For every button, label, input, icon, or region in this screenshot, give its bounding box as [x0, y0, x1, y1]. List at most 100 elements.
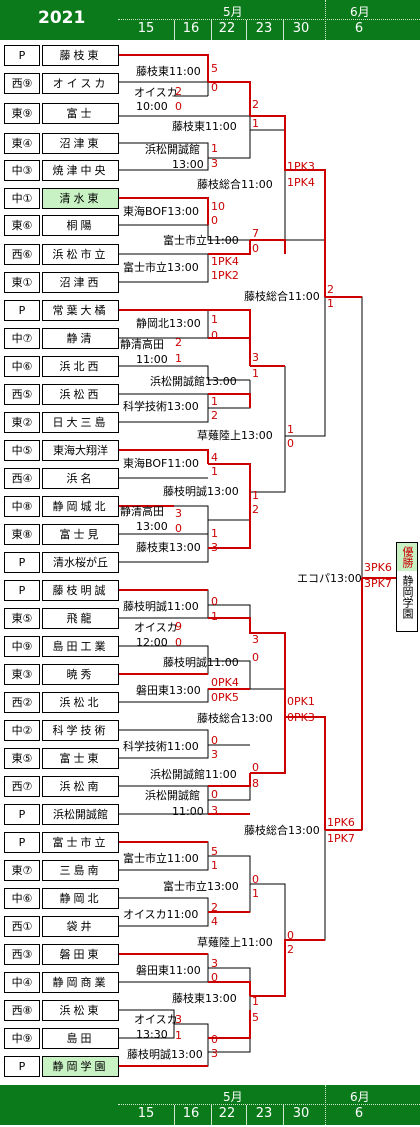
score: 2 [252, 503, 259, 516]
venue-label: 科学技術13:00 [123, 400, 199, 413]
team-name: 静岡城北 [42, 496, 119, 517]
day-16: 16 [182, 21, 200, 36]
team-region: 東⑧ [4, 524, 40, 545]
team-name: 富士 [42, 103, 119, 124]
day-15: 15 [137, 1106, 155, 1121]
venue-label: 東海BOF11:00 [123, 457, 200, 470]
venue-label: 藤枝明誠11:00 [123, 600, 199, 613]
day-30: 30 [292, 21, 310, 36]
score: 1PK6 [327, 816, 355, 829]
score: 3PK7 [364, 577, 392, 590]
team-name: 飛龍 [42, 608, 119, 629]
champion-name: 静岡学園 [401, 575, 414, 619]
year-label: 2021 [38, 8, 86, 28]
score: 3 [211, 157, 218, 170]
score: 2 [211, 901, 218, 914]
venue-label: 科学技術11:00 [123, 740, 199, 753]
venue-label: 富士市立13:00 [163, 880, 239, 893]
score: 10 [211, 200, 225, 213]
team-region: 西② [4, 692, 40, 713]
score: 1 [252, 117, 259, 130]
team-name: 静清 [42, 328, 119, 349]
team-name: 浜北西 [42, 356, 119, 377]
champion-title: 優勝 [397, 543, 417, 571]
day-16: 16 [182, 1106, 200, 1121]
venue-label: オイスカ [134, 86, 178, 99]
team-name: 静岡商業 [42, 972, 119, 993]
team-region: P [4, 832, 40, 853]
team-region: P [4, 45, 40, 66]
day-22: 22 [218, 1106, 236, 1121]
score: 3 [211, 804, 218, 817]
team-region: 東② [4, 412, 40, 433]
team-region: 東④ [4, 133, 40, 154]
team-region: 中⑥ [4, 356, 40, 377]
score: 3 [211, 748, 218, 761]
team-region: 東⑦ [4, 860, 40, 881]
venue-label: 静清高田 [120, 505, 164, 518]
venue-label: 藤枝東11:00 [136, 65, 201, 78]
day-6: 6 [354, 21, 364, 36]
team-name: 富士見 [42, 524, 119, 545]
score: 1 [252, 995, 259, 1008]
score: 3 [252, 351, 259, 364]
score: 4 [211, 451, 218, 464]
score: 4 [211, 915, 218, 928]
venue-label: 12:00 [136, 636, 168, 649]
team-region: 中⑨ [4, 1028, 40, 1049]
venue-label: 浜松開誠館 [145, 789, 200, 802]
venue-label: 藤枝明誠11:00 [163, 656, 239, 669]
score: 0 [211, 734, 218, 747]
month-june: 6月 [350, 5, 370, 19]
venue-label: 草薙陸上11:00 [197, 936, 273, 949]
venue-label: 藤枝東11:00 [172, 120, 237, 133]
score: 5 [211, 62, 218, 75]
score: 0 [211, 595, 218, 608]
team-name: 東海大翔洋 [42, 440, 119, 461]
team-name: 沼津西 [42, 272, 119, 293]
score: 3 [252, 633, 259, 646]
score: 0 [287, 929, 294, 942]
score: 0 [211, 81, 218, 94]
score: 1 [252, 489, 259, 502]
score: 1 [327, 297, 334, 310]
team-name: 浜松開誠館 [42, 804, 119, 825]
score: 3 [211, 957, 218, 970]
venue-label: 富士市立13:00 [123, 261, 199, 274]
score: 1 [211, 527, 218, 540]
team-name: 静岡学園 [42, 1056, 119, 1077]
team-region: 西⑤ [4, 384, 40, 405]
team-name: 桐陽 [42, 215, 119, 236]
score: 5 [211, 845, 218, 858]
team-name: 島田工業 [42, 636, 119, 657]
score: 5 [252, 1011, 259, 1024]
team-name: 科学技術 [42, 720, 119, 741]
team-name: 浜松東 [42, 1000, 119, 1021]
score: 2 [175, 85, 182, 98]
team-name: 磐田東 [42, 944, 119, 965]
score: 1PK7 [327, 832, 355, 845]
score: 3 [175, 507, 182, 520]
score: 3 [211, 541, 218, 554]
month-may: 5月 [223, 1090, 243, 1104]
venue-label: 13:00 [136, 520, 168, 533]
venue-label: 富士市立11:00 [163, 234, 239, 247]
score: 0 [211, 1033, 218, 1046]
score: 1PK4 [211, 255, 239, 268]
venue-label: 静岡北13:00 [136, 317, 201, 330]
venue-label: 磐田東11:00 [136, 964, 201, 977]
score: 0PK1 [287, 695, 315, 708]
venue-label: 東海BOF13:00 [123, 205, 200, 218]
venue-label: 浜松開誠館11:00 [150, 768, 237, 781]
score: 9 [175, 620, 182, 633]
score: 1PK3 [287, 160, 315, 173]
score: 2 [175, 336, 182, 349]
score: 1 [211, 313, 218, 326]
venue-label: エコパ13:00 [297, 572, 362, 585]
score: 1 [252, 887, 259, 900]
score: 1 [252, 367, 259, 380]
team-region: 中③ [4, 160, 40, 181]
team-region: 中④ [4, 972, 40, 993]
score: 0 [252, 873, 259, 886]
venue-label: 13:30 [136, 1028, 168, 1041]
